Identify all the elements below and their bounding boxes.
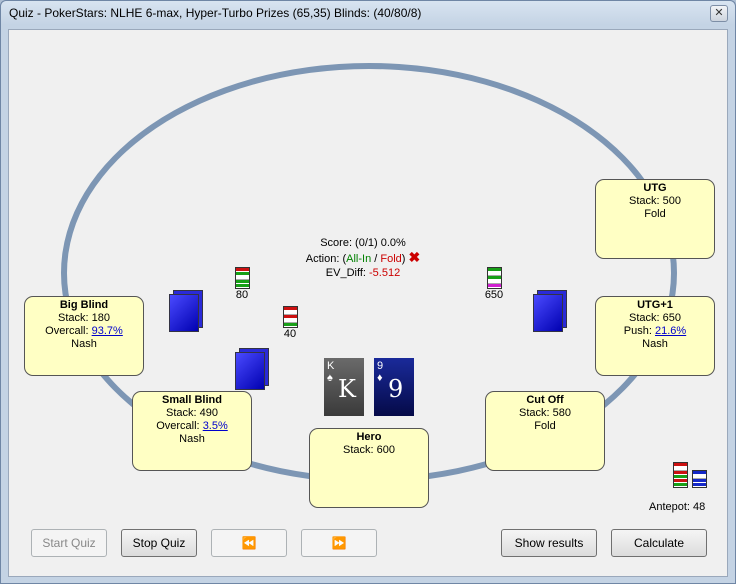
seat-action-label: Overcall: [156,420,203,432]
overcall-range-link[interactable]: 3.5% [202,420,228,432]
start-quiz-button[interactable]: Start Quiz [31,529,107,557]
seat-name: UTG+1 [637,299,673,311]
seat-stack: Stack: 490 [166,407,218,419]
seat-name: Big Blind [59,299,109,311]
seat-stack: Stack: 500 [629,195,681,207]
seat-big-blind: Big Blind Stack: 180 Overcall: 93.7% Nas… [24,296,144,376]
card-rank-large: 9 [388,375,404,403]
seat-name: Small Blind [162,394,222,406]
action-label: Action: ( [305,253,347,265]
chip-stack-icon [672,462,688,488]
ev-value: -5.512 [369,267,401,279]
stop-quiz-button[interactable]: Stop Quiz [121,529,197,557]
hero-card-2: 9 ♦ 9 [374,358,414,416]
calculate-button[interactable]: Calculate [611,529,707,557]
bet-amount: 650 [484,289,504,301]
window-title: Quiz - PokerStars: NLHE 6-max, Hyper-Tur… [9,6,422,20]
action-fold: Fold [380,253,402,265]
seat-stack: Stack: 180 [58,312,110,324]
antepot-chips [667,462,713,488]
action-allin: All-In [346,253,372,265]
ev-diff-line: EV_Diff: -5.512 [283,266,443,280]
seat-stack: Stack: 600 [343,444,395,456]
wrong-answer-icon: ✖ [408,249,421,265]
bet-chips-big-blind: 80 [229,267,255,301]
action-close: ) [401,253,406,265]
title-bar: Quiz - PokerStars: NLHE 6-max, Hyper-Tur… [1,1,735,25]
seat-name: UTG [643,182,667,194]
bet-chips-utg1: 650 [481,267,507,301]
seat-stack: Stack: 580 [519,407,571,419]
score-text: Score: (0/1) 0.0% [320,237,406,249]
seat-action: Fold [534,420,556,432]
card-rank: 9 [377,360,384,372]
poker-table-area: UTG Stack: 500 Fold UTG+1 Stack: 650 Pus… [8,29,728,577]
chip-stack-icon [234,267,250,289]
seat-cutoff: Cut Off Stack: 580 Fold [485,391,605,471]
seat-name: Cut Off [526,394,564,406]
bet-chips-small-blind: 40 [277,306,303,340]
seat-action-label: Overcall: [45,325,92,337]
overcall-range-link[interactable]: 93.7% [91,325,123,337]
card-back-big-blind [169,294,199,332]
card-rank: K [327,360,335,372]
chip-stack-icon [486,267,502,289]
seat-strategy: Nash [71,338,97,350]
spade-icon: ♠ [327,372,333,384]
seat-utg: UTG Stack: 500 Fold [595,179,715,259]
next-button[interactable]: ⏩ [301,529,377,557]
seat-utg1: UTG+1 Stack: 650 Push: 21.6% Nash [595,296,715,376]
seat-name: Hero [356,431,382,443]
card-rank-large: K [338,375,356,403]
close-icon[interactable]: ✕ [710,5,728,22]
antepot-label: Antepot: 48 [649,501,706,513]
chip-stack-icon [282,306,298,328]
diamond-icon: ♦ [377,372,383,384]
seat-small-blind: Small Blind Stack: 490 Overcall: 3.5% Na… [132,391,252,471]
previous-button[interactable]: ⏪ [211,529,287,557]
show-results-button[interactable]: Show results [501,529,597,557]
hero-card-1: K ♠ K [324,358,364,416]
push-range-link[interactable]: 21.6% [654,325,687,337]
ev-label: EV_Diff: [325,267,369,279]
action-line: Action: (All-In / Fold) ✖ [283,250,443,266]
seat-action-label: Push: [623,325,655,337]
bet-amount: 40 [283,328,297,340]
action-separator: / [371,253,381,265]
seat-action: Fold [644,208,666,220]
card-back-utg1 [533,294,563,332]
seat-stack: Stack: 650 [629,312,681,324]
seat-strategy: Nash [642,338,668,350]
seat-hero: Hero Stack: 600 [309,428,429,508]
quiz-result-info: Score: (0/1) 0.0% Action: (All-In / Fold… [283,236,443,280]
seat-strategy: Nash [179,433,205,445]
bet-amount: 80 [235,289,249,301]
card-back-small-blind [235,352,265,390]
chip-stack-icon [692,470,708,488]
